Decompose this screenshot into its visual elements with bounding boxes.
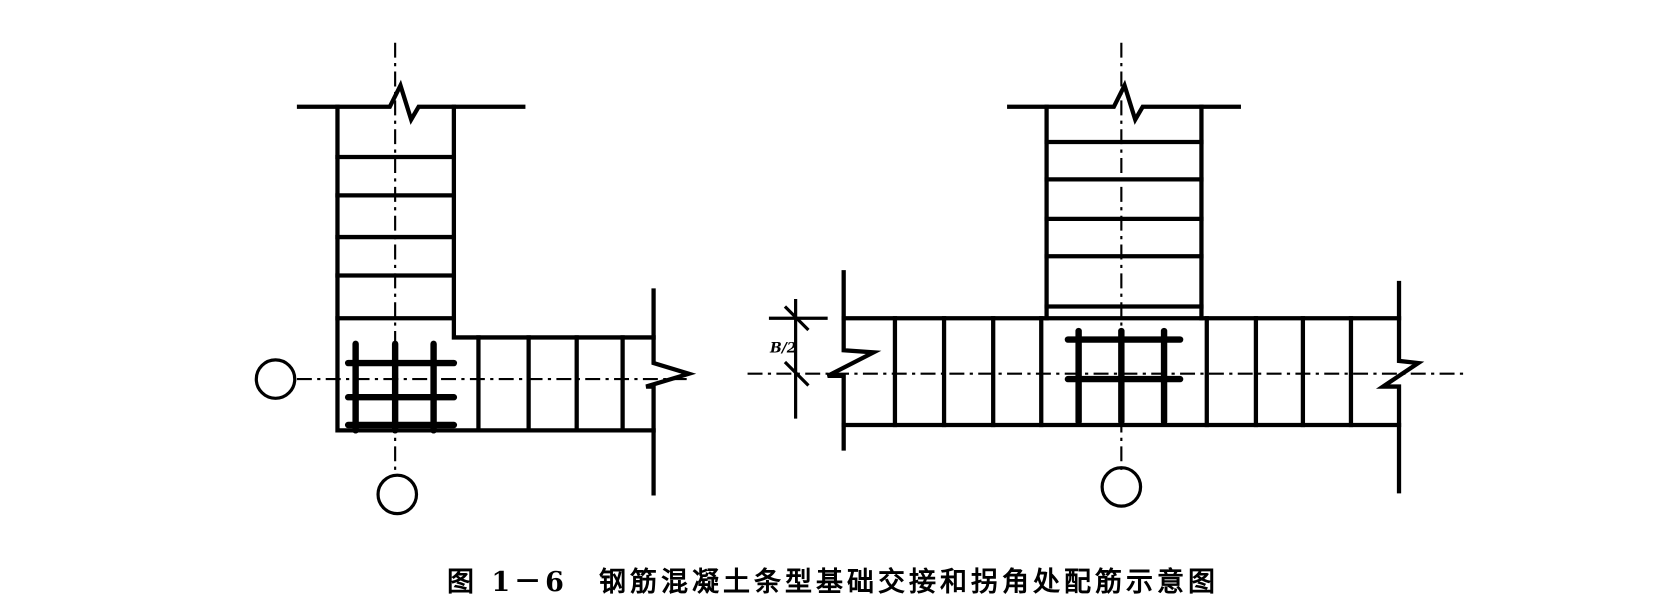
column-outline <box>335 104 656 433</box>
dimension-b2 <box>768 298 828 419</box>
axis-marker <box>376 473 419 516</box>
beam-courses <box>892 316 1354 428</box>
junction-detail: B/2 <box>747 42 1469 508</box>
rebar-grid <box>344 340 458 434</box>
left-break-line <box>826 270 882 451</box>
corner-detail <box>254 42 697 516</box>
axis-marker <box>1100 466 1143 508</box>
top-break-line <box>1007 79 1241 125</box>
top-break-line <box>296 79 526 125</box>
figure-caption: 图 1－6 钢筋混凝土条型基础交接和拐角处配筋示意图 <box>447 567 1219 598</box>
dimension-label: B/2 <box>769 340 797 356</box>
right-break-line <box>1375 280 1425 494</box>
right-break-line <box>645 288 697 496</box>
brick-courses <box>1044 139 1204 309</box>
brick-courses <box>335 154 625 433</box>
axis-marker <box>254 358 297 400</box>
column-outline <box>1044 104 1204 321</box>
rebar-grid <box>1064 327 1184 425</box>
